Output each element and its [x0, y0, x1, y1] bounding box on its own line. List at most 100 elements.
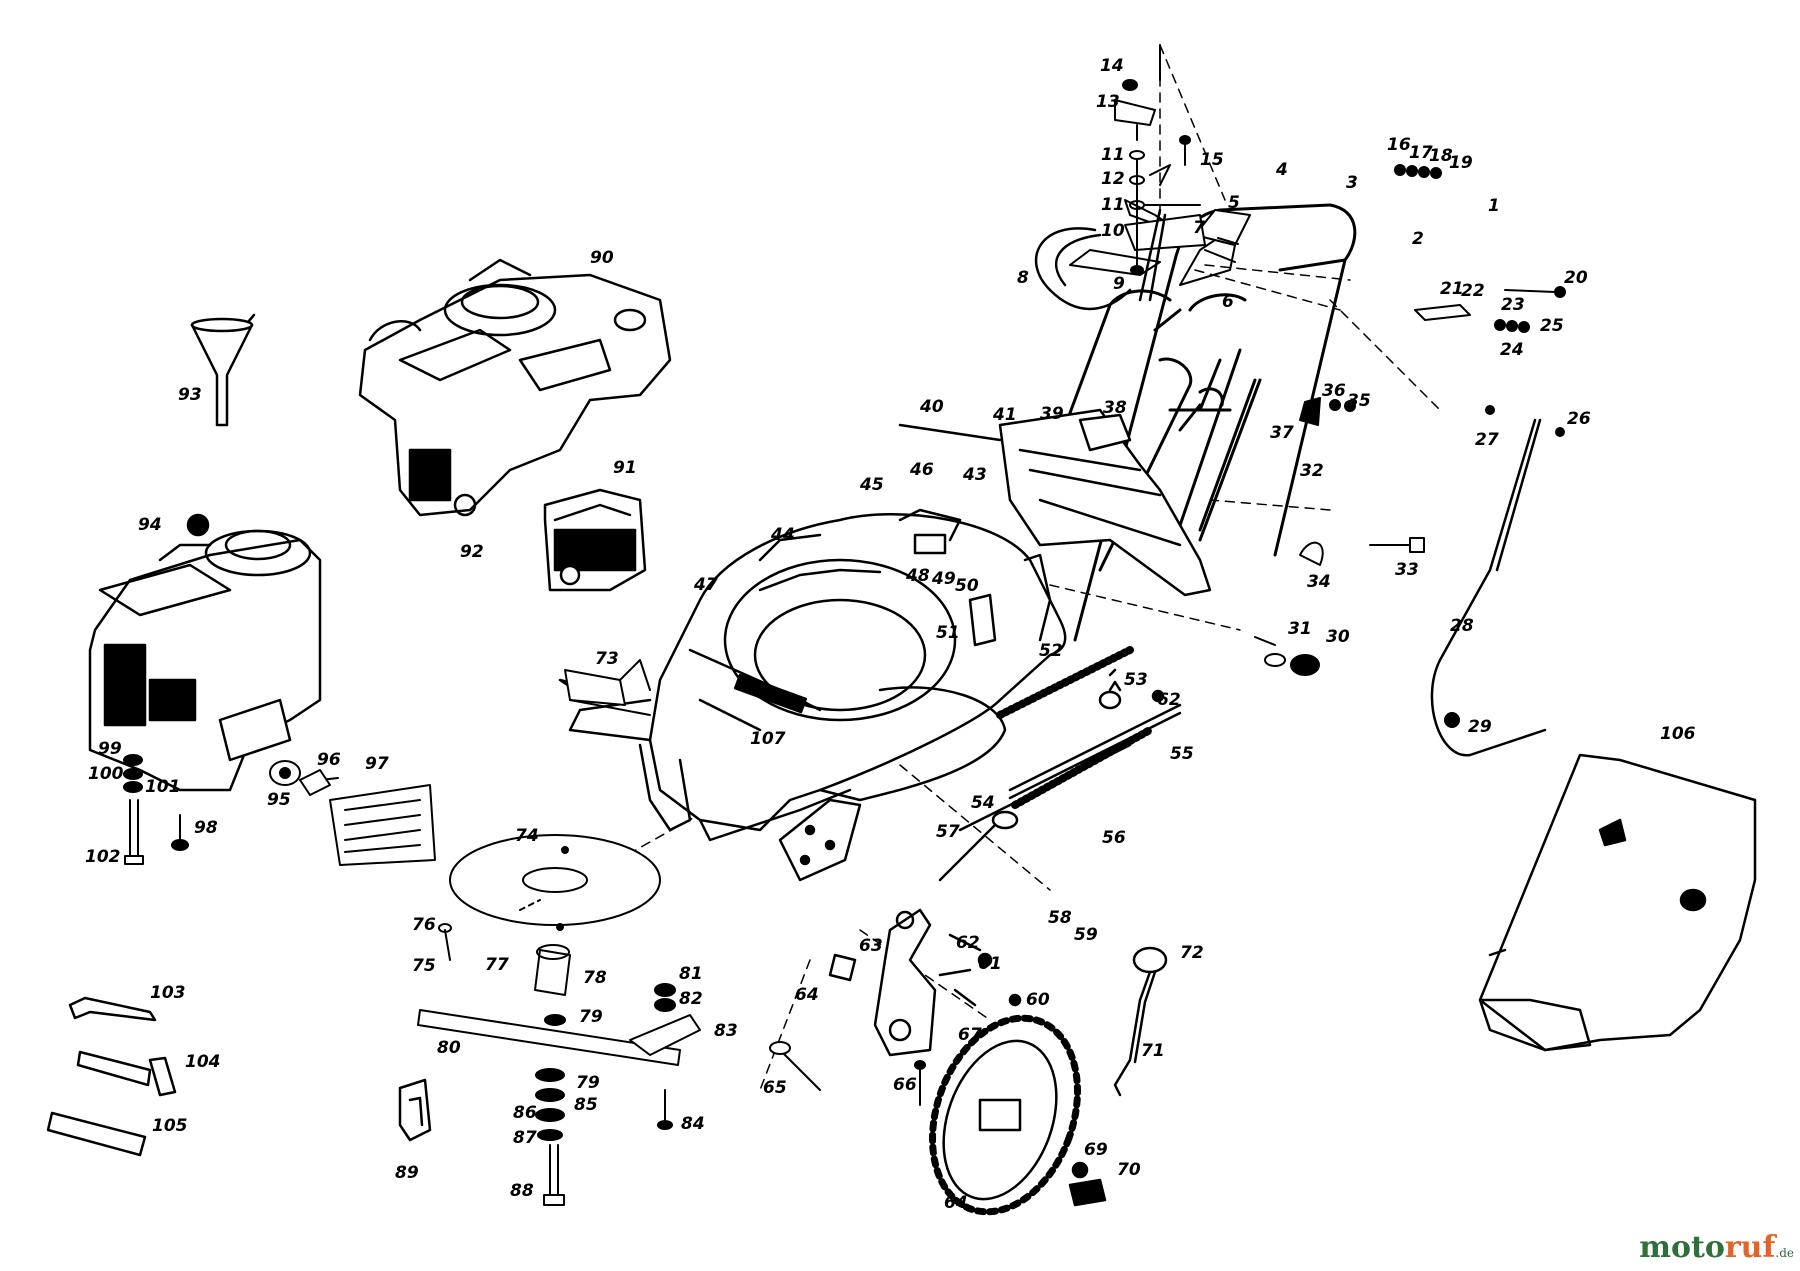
part-label: 31	[1288, 619, 1312, 639]
part-label: 7	[1193, 218, 1205, 238]
part-label: 34	[1307, 572, 1331, 592]
bolts-65-66	[769, 1041, 926, 1106]
part-label: 62	[956, 933, 980, 953]
part-label: 100	[88, 764, 124, 784]
part-label: 56	[1102, 828, 1126, 848]
bolt-stack	[1114, 44, 1191, 275]
watermark-suffix: .de	[1775, 1246, 1794, 1260]
axle-assembly	[938, 646, 1182, 882]
part-label: 107	[750, 729, 786, 749]
part-label: 44	[771, 525, 795, 545]
part-label: 72	[1180, 943, 1204, 963]
part-label: 43	[963, 465, 987, 485]
part-label: 52	[1039, 641, 1063, 661]
part-label: 63	[859, 936, 883, 956]
part-label: 47	[694, 575, 718, 595]
part-label: 20	[1564, 268, 1588, 288]
part-label: 90	[590, 248, 614, 268]
part-label: 16	[1387, 135, 1411, 155]
part-label: 35	[1347, 391, 1371, 411]
blade-assembly	[417, 834, 701, 1206]
part-label: 96	[317, 750, 341, 770]
part-label: 87	[513, 1128, 537, 1148]
part-label: 54	[971, 793, 995, 813]
part-label: 3	[1346, 173, 1358, 193]
watermark-logo: motoruf.de	[1639, 1230, 1794, 1265]
part-label: 64	[944, 1193, 968, 1213]
part-label: 61	[978, 954, 1002, 974]
part-label: 45	[860, 475, 884, 495]
part-label: 28	[1450, 616, 1474, 636]
engine-90	[358, 258, 672, 517]
part-label: 94	[138, 515, 162, 535]
part-label: 40	[920, 397, 944, 417]
part-label: 79	[579, 1007, 603, 1027]
part-label: 76	[412, 915, 436, 935]
handle-mount	[564, 659, 651, 716]
part-label: 23	[1501, 295, 1525, 315]
part-label: 104	[185, 1052, 221, 1072]
part-label: 67	[958, 1025, 982, 1045]
part-label: 11	[1101, 145, 1125, 165]
starter-parts	[123, 754, 436, 866]
part-label: 78	[583, 968, 607, 988]
part-label: 26	[1567, 409, 1591, 429]
part-label: 82	[679, 989, 703, 1009]
part-label: 97	[365, 754, 389, 774]
part-label: 32	[1300, 461, 1324, 481]
part-label: 18	[1429, 146, 1453, 166]
part-label: 15	[1200, 150, 1224, 170]
part-label: 79	[576, 1073, 600, 1093]
part-label: 70	[1117, 1160, 1141, 1180]
part-label: 95	[267, 790, 291, 810]
part-label: 55	[1170, 744, 1194, 764]
part-label: 83	[714, 1021, 738, 1041]
part-label: 105	[152, 1116, 188, 1136]
part-label: 64	[795, 985, 819, 1005]
part-label: 25	[1540, 316, 1564, 336]
control-cables	[1034, 208, 1547, 757]
part-label: 24	[1500, 340, 1524, 360]
part-label: 50	[955, 576, 979, 596]
part-label: 91	[613, 458, 637, 478]
part-label: 6	[1222, 292, 1234, 312]
part-label: 93	[178, 385, 202, 405]
part-label: 86	[513, 1103, 537, 1123]
part-label: 39	[1040, 404, 1064, 424]
part-label: 71	[1141, 1041, 1165, 1061]
grass-bag	[1478, 753, 1757, 1052]
part-label: 27	[1475, 430, 1499, 450]
part-label: 73	[595, 649, 619, 669]
part-label: 37	[1270, 423, 1294, 443]
part-label: 75	[412, 956, 436, 976]
engine-94	[88, 513, 322, 792]
part-label: 101	[145, 777, 181, 797]
part-label: 33	[1395, 560, 1419, 580]
part-label: 74	[515, 826, 539, 846]
fuel-funnel	[190, 313, 256, 427]
part-label: 57	[936, 822, 960, 842]
part-label: 92	[460, 542, 484, 562]
part-label: 1	[1488, 196, 1500, 216]
part-label: 22	[1461, 281, 1485, 301]
part-label: 65	[763, 1078, 787, 1098]
part-label: 10	[1101, 221, 1125, 241]
part-label: 49	[932, 569, 956, 589]
part-label: 38	[1103, 398, 1127, 418]
part-label: 8	[1017, 268, 1029, 288]
part-label: 41	[993, 405, 1017, 425]
watermark-part1: moto	[1639, 1230, 1725, 1265]
part-label: 46	[910, 460, 934, 480]
part-label: 4	[1276, 160, 1288, 180]
part-label: 66	[893, 1075, 917, 1095]
tools	[46, 996, 432, 1157]
assembly-lines	[599, 44, 1441, 1091]
part-label: 14	[1100, 56, 1124, 76]
part-label: 12	[1101, 169, 1125, 189]
part-label: 62	[1157, 690, 1181, 710]
part-label: 48	[906, 566, 930, 586]
part-label: 59	[1074, 925, 1098, 945]
part-label: 19	[1449, 153, 1473, 173]
part-label: 102	[85, 847, 121, 867]
